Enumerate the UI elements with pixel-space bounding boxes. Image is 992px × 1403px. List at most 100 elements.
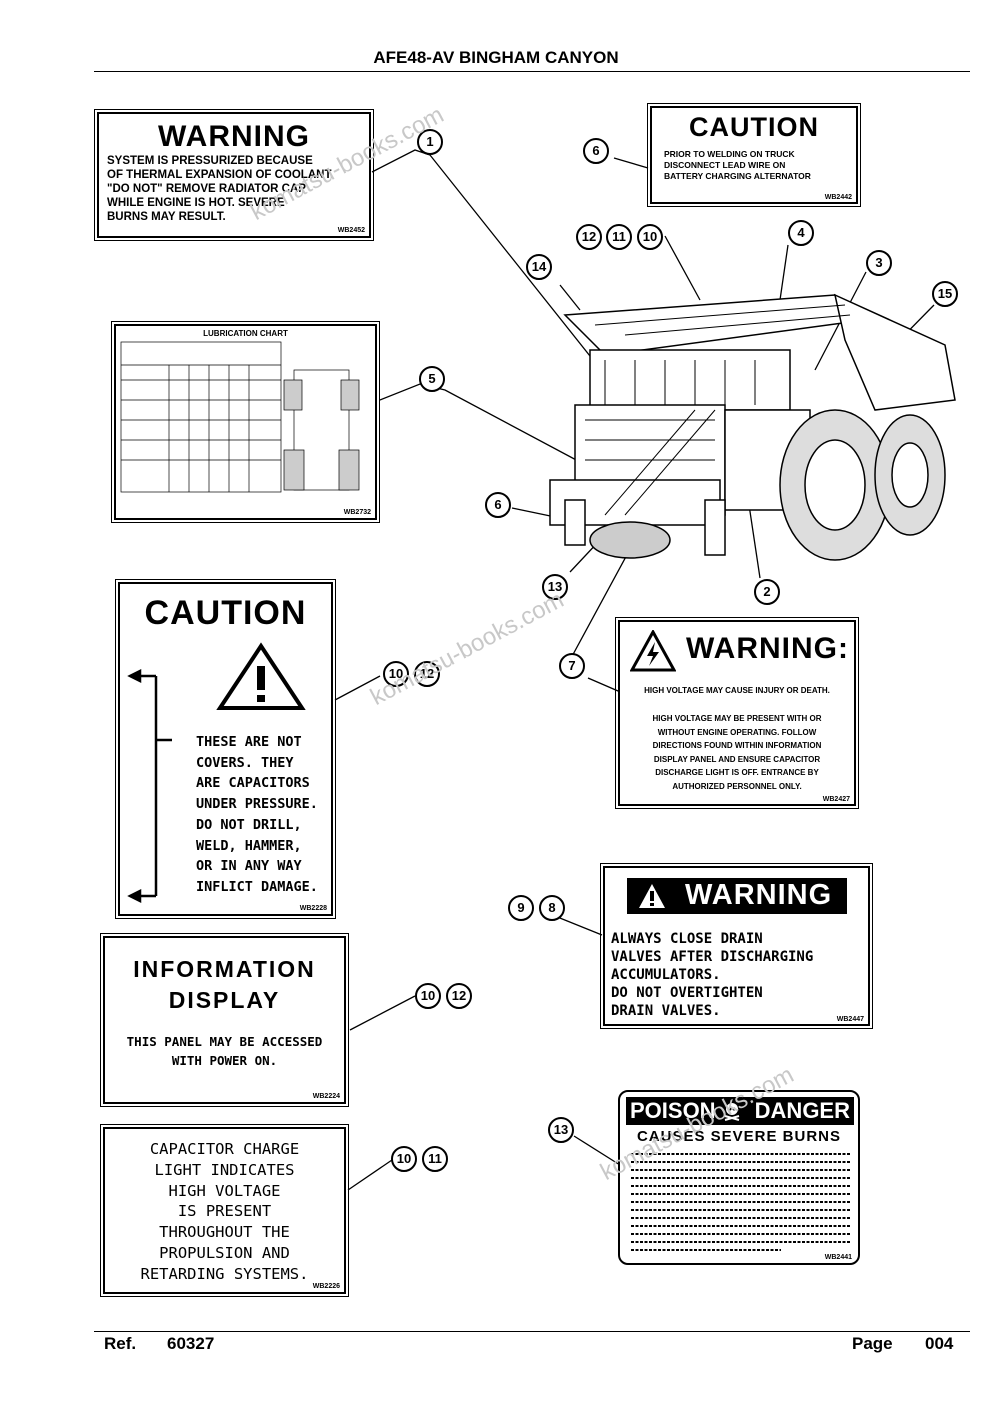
decal-line: INFLICT DAMAGE.: [196, 878, 318, 895]
header-rule: [94, 71, 970, 72]
decal-line: "DO NOT" REMOVE RADIATOR CAP: [107, 183, 306, 195]
page-title: AFE48-AV BINGHAM CANYON: [373, 48, 619, 67]
decal-title: CAUTION: [689, 112, 819, 142]
lightning-hazard-icon: [630, 630, 676, 672]
capacitor-caution-decal: CAUTION THESE ARE NOT COVERS. THEY ARE C…: [115, 579, 336, 919]
callout-8[interactable]: 8: [539, 895, 565, 921]
decal-title: WARNING: [685, 879, 833, 911]
decal-title: WARNING: [158, 120, 310, 153]
callout-6[interactable]: 6: [485, 492, 511, 518]
decal-line: RETARDING SYSTEMS.: [140, 1264, 309, 1283]
warning-banner: WARNING: [627, 878, 847, 914]
callout-12[interactable]: 12: [576, 224, 602, 250]
callout-3[interactable]: 3: [866, 250, 892, 276]
footer-page-value: 004: [925, 1334, 954, 1353]
decal-title: CAUTION: [144, 594, 307, 632]
poison-banner: POISON DANGER: [626, 1097, 854, 1125]
decal-line: PRIOR TO WELDING ON TRUCK: [664, 149, 795, 159]
decal-code: WB2441: [824, 1254, 852, 1261]
decal-line: IS PRESENT: [177, 1202, 272, 1221]
decal-line: WITHOUT ENGINE OPERATING. FOLLOW: [657, 727, 817, 737]
callout-9[interactable]: 9: [508, 895, 534, 921]
callout-15[interactable]: 15: [932, 281, 958, 307]
callout-13[interactable]: 13: [548, 1117, 574, 1143]
information-display-decal: INFORMATION DISPLAY THIS PANEL MAY BE AC…: [100, 933, 349, 1107]
footer-ref-value: 60327: [167, 1334, 215, 1353]
callout-10[interactable]: 10: [637, 224, 663, 250]
decal-code: WB2228: [299, 905, 327, 912]
decal-code: WB2427: [822, 796, 850, 803]
decal-title: LUBRICATION CHART: [203, 329, 288, 338]
decal-code: WB2447: [836, 1016, 864, 1023]
decal-code: WB2452: [337, 227, 365, 234]
decal-line: DISCHARGE LIGHT IS OFF. ENTRANCE BY: [655, 768, 819, 777]
callout-14[interactable]: 14: [526, 254, 552, 280]
decal-title: POISON: [630, 1098, 716, 1123]
decal-code: WB2226: [312, 1283, 340, 1290]
drain-valves-warning-decal: WARNING ALWAYS CLOSE DRAIN VALVES AFTER …: [600, 863, 873, 1029]
decal-code: WB2732: [343, 509, 371, 516]
footer-ref-label: Ref.: [104, 1334, 137, 1353]
skull-icon: [724, 1103, 740, 1121]
decal-line: SYSTEM IS PRESSURIZED BECAUSE: [107, 155, 313, 167]
callout-10[interactable]: 10: [415, 983, 441, 1009]
callout-10[interactable]: 10: [383, 661, 409, 687]
welding-caution-decal: CAUTION PRIOR TO WELDING ON TRUCK DISCON…: [647, 103, 861, 207]
callout-5[interactable]: 5: [419, 366, 445, 392]
decal-line: ALWAYS CLOSE DRAIN: [611, 931, 763, 947]
callout-12[interactable]: 12: [446, 983, 472, 1009]
callout-11[interactable]: 11: [422, 1146, 448, 1172]
poison-fine-print: [631, 1153, 851, 1251]
decal-subtitle: CAUSES SEVERE BURNS: [636, 1128, 842, 1145]
poison-danger-decal: POISON DANGER CAUSES SEVERE BURNS WB2441: [618, 1090, 860, 1265]
decal-line: PROPULSION AND: [159, 1243, 290, 1262]
warning-triangle-icon: [639, 884, 665, 908]
decal-line: DRAIN VALVES.: [611, 1003, 721, 1019]
decal-line: WITH POWER ON.: [171, 1053, 278, 1068]
decal-line: WHILE ENGINE IS HOT. SEVERE: [107, 197, 285, 209]
decal-title: DISPLAY: [168, 987, 281, 1013]
callout-6[interactable]: 6: [583, 138, 609, 164]
decal-line: AUTHORIZED PERSONNEL ONLY.: [672, 781, 802, 791]
callout-7[interactable]: 7: [559, 653, 585, 679]
decal-line: BATTERY CHARGING ALTERNATOR: [664, 171, 811, 181]
hazard-triangle-icon: [216, 642, 306, 710]
decal-line: DIRECTIONS FOUND WITHIN INFORMATION: [652, 741, 822, 750]
truck-illustration: [549, 293, 956, 561]
decal-line: BURNS MAY RESULT.: [107, 211, 226, 223]
decal-line: OR IN ANY WAY: [196, 858, 302, 875]
decal-line: THIS PANEL MAY BE ACCESSED: [126, 1034, 323, 1049]
decal-line: UNDER PRESSURE.: [196, 796, 318, 813]
callout-12[interactable]: 12: [414, 661, 440, 687]
decal-line: CAPACITOR CHARGE: [149, 1140, 300, 1158]
decal-line: DO NOT DRILL,: [196, 816, 302, 833]
capacitor-charge-light-decal: CAPACITOR CHARGE LIGHT INDICATES HIGH VO…: [100, 1124, 349, 1297]
bracket-arrows-icon: [127, 668, 172, 904]
callout-2[interactable]: 2: [754, 579, 780, 605]
decal-line: DISCONNECT LEAD WIRE ON: [664, 160, 786, 170]
decal-line: LIGHT INDICATES: [154, 1160, 295, 1179]
decal-line: VALVES AFTER DISCHARGING: [611, 949, 814, 965]
callout-10[interactable]: 10: [391, 1146, 417, 1172]
footer-page-label: Page: [852, 1334, 893, 1353]
decal-title: WARNING:: [686, 632, 849, 665]
decal-line: COVERS. THEY: [196, 754, 294, 771]
decal-code: WB2442: [824, 194, 852, 201]
decal-subtitle: HIGH VOLTAGE MAY CAUSE INJURY OR DEATH.: [644, 686, 830, 695]
callout-11[interactable]: 11: [606, 224, 632, 250]
high-voltage-warning-decal: WARNING: HIGH VOLTAGE MAY CAUSE INJURY O…: [615, 617, 859, 809]
decal-line: WELD, HAMMER,: [196, 837, 302, 854]
decal-line: DISPLAY PANEL AND ENSURE CAPACITOR: [653, 754, 821, 764]
decal-line: ACCUMULATORS.: [611, 967, 721, 983]
callout-4[interactable]: 4: [788, 220, 814, 246]
decal-line: ARE CAPACITORS: [196, 775, 310, 792]
callout-13[interactable]: 13: [542, 574, 568, 600]
footer-rule: [94, 1331, 970, 1332]
lubrication-chart-decal: LUBRICATION CHART WB2732: [111, 321, 380, 523]
decal-line: THESE ARE NOT: [196, 734, 302, 750]
callout-1[interactable]: 1: [417, 129, 443, 155]
decal-code: WB2224: [312, 1093, 340, 1100]
decal-title: INFORMATION: [133, 956, 316, 982]
decal-line: HIGH VOLTAGE: [168, 1181, 281, 1200]
decal-line: OF THERMAL EXPANSION OF COOLANT.: [107, 169, 334, 181]
